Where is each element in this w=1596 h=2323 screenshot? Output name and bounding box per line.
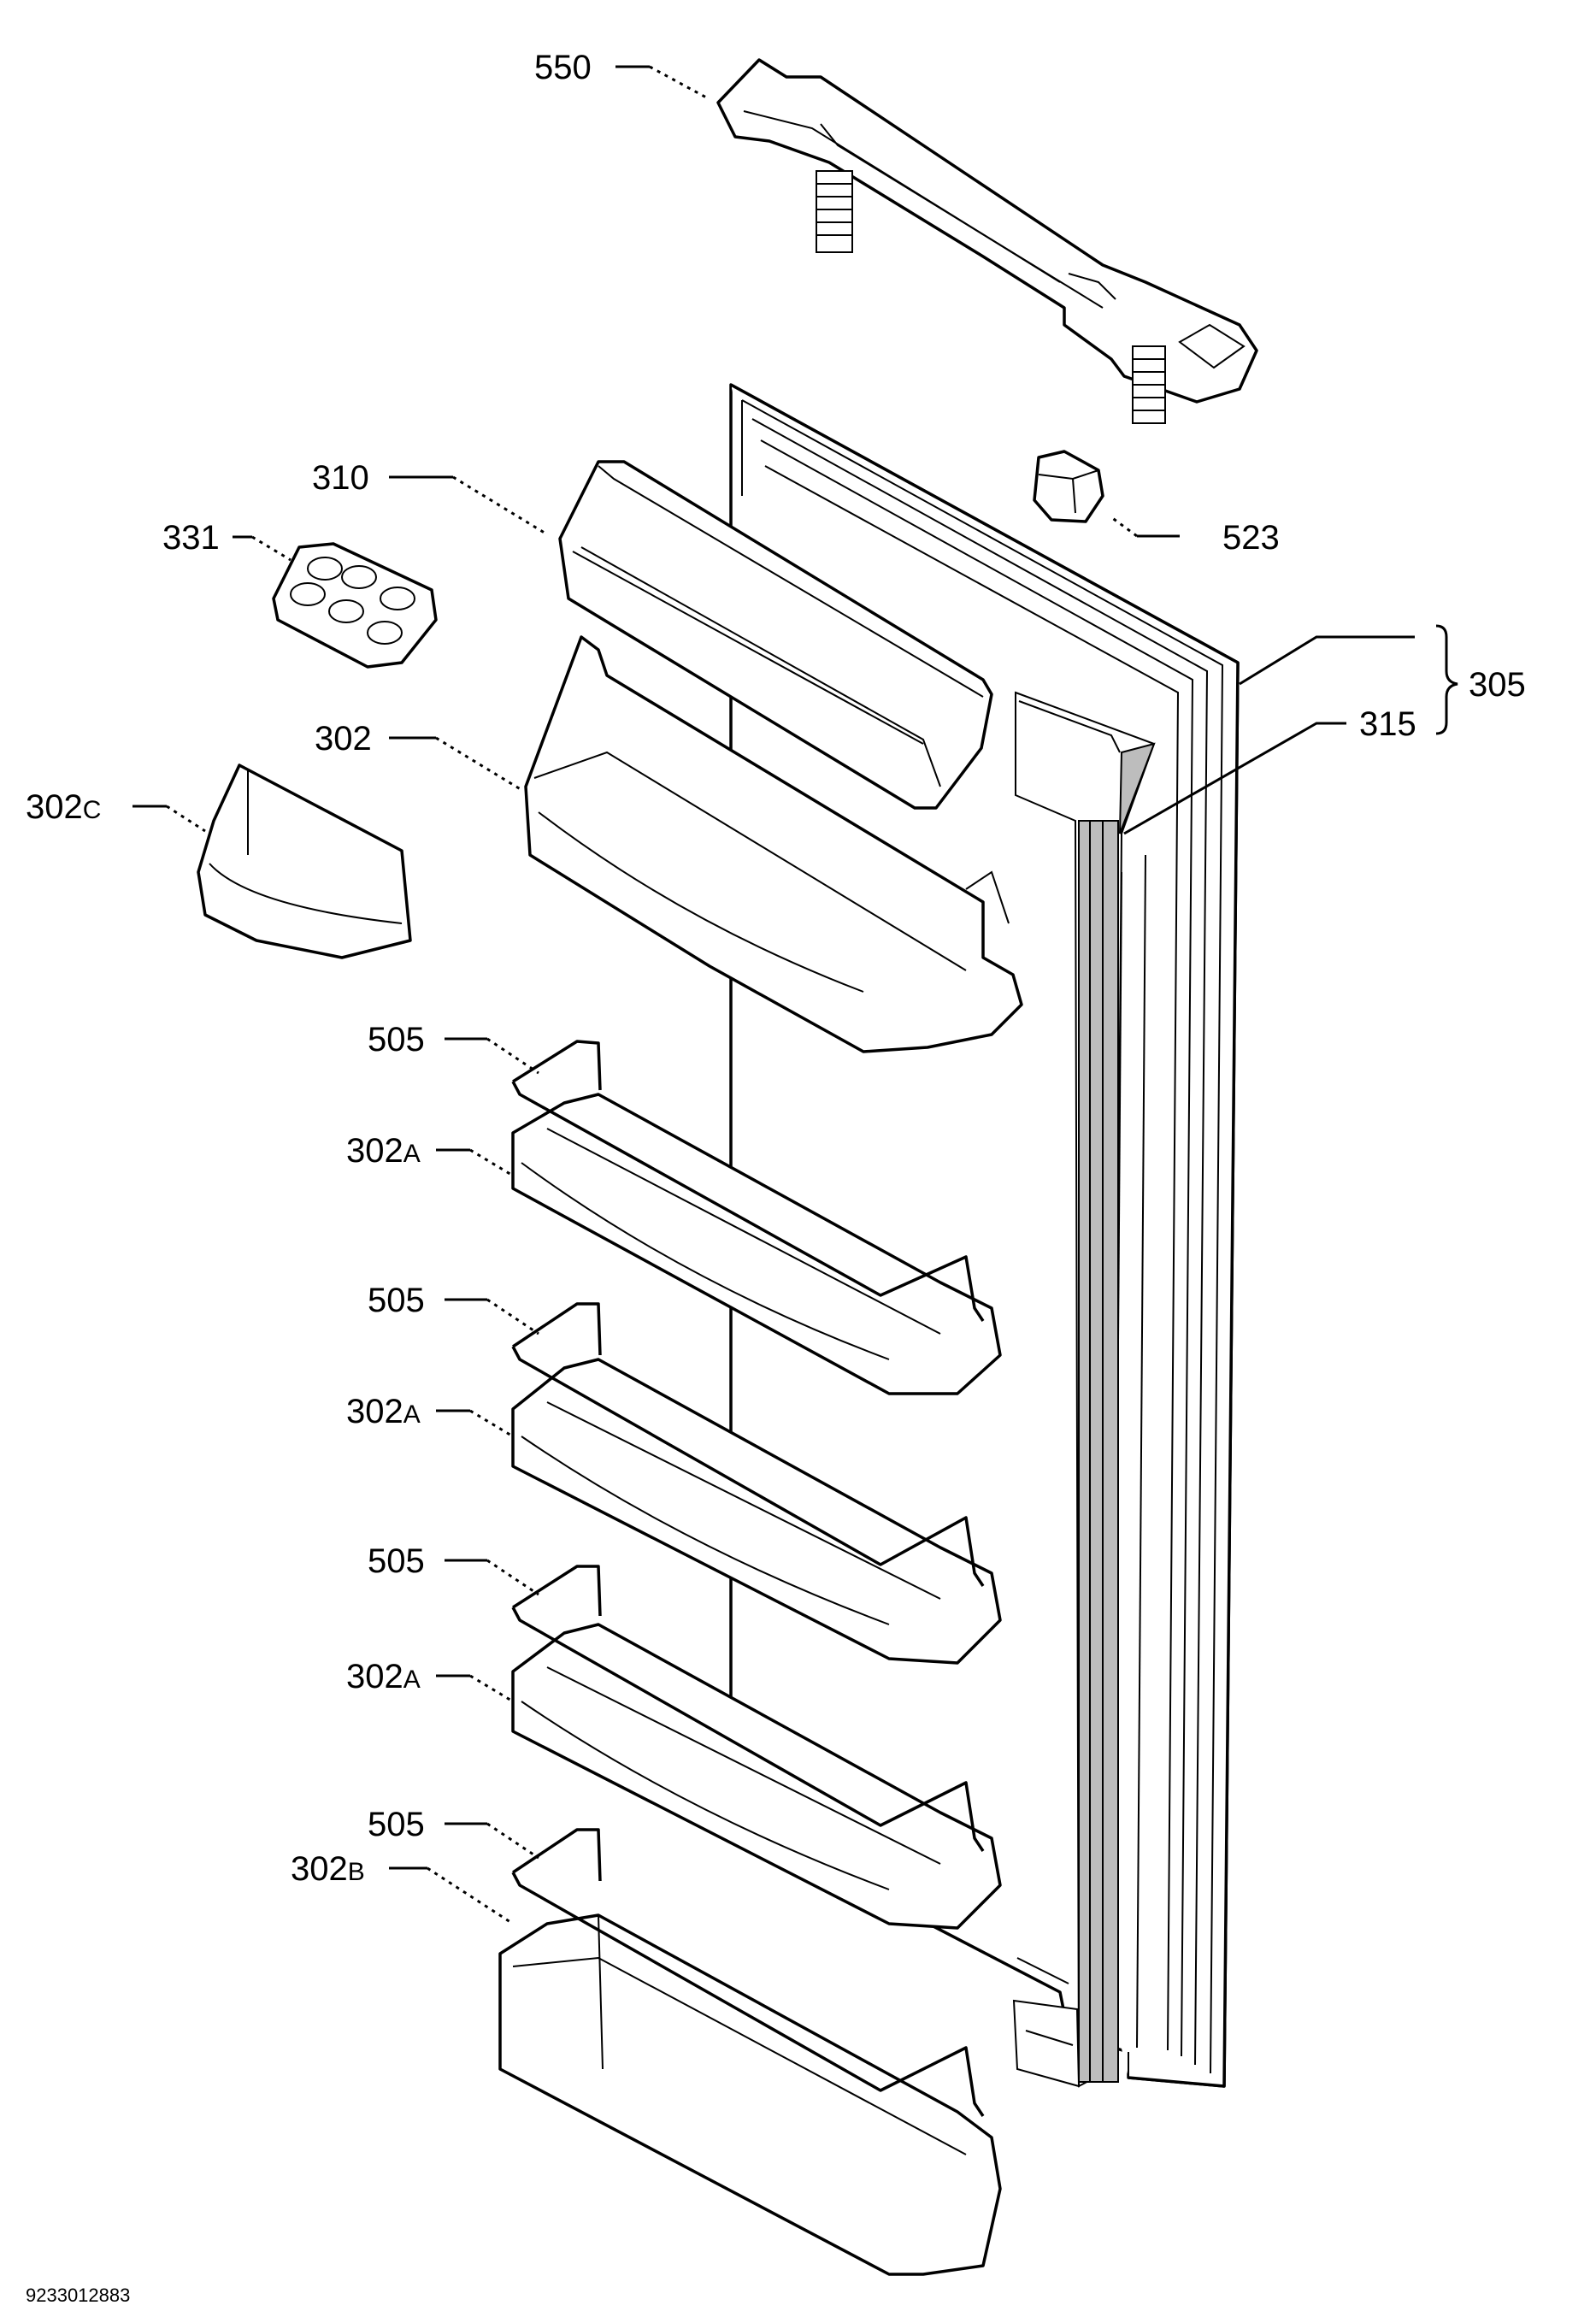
callout-302: 302 — [315, 720, 372, 758]
leader-lines — [133, 65, 1458, 1925]
callout-505-3: 505 — [368, 1542, 425, 1580]
callout-505-2: 505 — [368, 1282, 425, 1319]
door-seal-315 — [1012, 691, 1156, 2088]
door-shelf-302a-3 — [511, 1623, 1002, 1930]
callout-302a-3: 302A — [346, 1658, 421, 1695]
door-shelf-302a-1 — [511, 1093, 1002, 1395]
rail-505-4 — [511, 1828, 985, 2117]
callout-505-4: 505 — [368, 1806, 425, 1843]
egg-tray-331 — [272, 542, 438, 669]
door-shelf-302 — [524, 635, 1023, 1053]
callout-302a-2: 302A — [346, 1393, 421, 1430]
callout-505-1: 505 — [368, 1021, 425, 1058]
callout-305: 305 — [1469, 666, 1526, 704]
callout-331: 331 — [162, 519, 220, 557]
callout-302b: 302B — [291, 1850, 365, 1888]
dairy-compartment-310 — [558, 460, 993, 810]
callout-315: 315 — [1359, 705, 1416, 743]
callout-302c: 302C — [26, 788, 101, 826]
hinge-cover-550 — [716, 58, 1258, 424]
door-shelf-302a-2 — [511, 1358, 1002, 1665]
small-shelf-302c — [197, 764, 412, 959]
rail-505-1 — [511, 1040, 985, 1322]
document-number: 9233012883 — [26, 2285, 130, 2306]
rail-505-3 — [511, 1565, 985, 1852]
callout-302a-1: 302A — [346, 1132, 421, 1170]
clip-523 — [1033, 450, 1104, 523]
rail-505-2 — [511, 1302, 985, 1587]
callout-310: 310 — [312, 459, 369, 497]
callout-550: 550 — [534, 49, 592, 86]
callout-523: 523 — [1222, 519, 1280, 557]
bottle-shelf-302b — [498, 1913, 1002, 2276]
